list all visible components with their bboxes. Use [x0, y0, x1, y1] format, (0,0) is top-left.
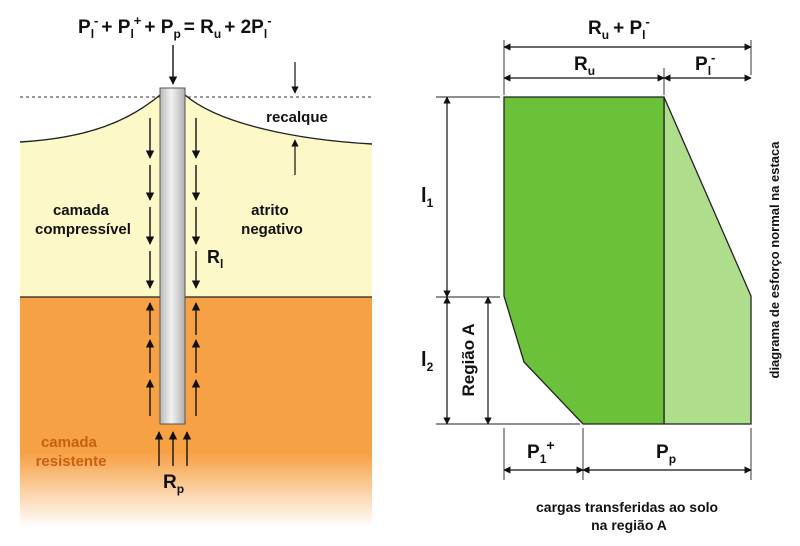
ru-label: Ru	[574, 54, 595, 78]
ultimate-load-area-dark	[503, 96, 665, 425]
pp-label: Pp	[656, 442, 676, 466]
negative-friction-arrows	[145, 118, 201, 289]
p1-plus-label: P1+	[527, 437, 555, 466]
rp-label: Rp	[163, 472, 184, 496]
recalque-label: recalque	[266, 109, 328, 126]
l2-label: l2	[421, 349, 434, 374]
normal-force-diagram	[503, 96, 752, 425]
dimension-lines	[443, 43, 752, 474]
tip-resistance-arrows	[154, 431, 192, 466]
friction-area-light	[663, 96, 752, 425]
pl-minus-label: Pl-	[695, 50, 715, 78]
total-width-label: Ru+ Pl-	[588, 14, 650, 42]
load-equation: Pl-+ Pl++ Pp= Ru+ 2Pl-	[78, 13, 272, 41]
positive-friction-arrows	[145, 302, 201, 416]
compressible-layer-label: camada compressível	[35, 202, 131, 238]
vertical-diagram-caption: diagrama de esforço normal na estaca	[767, 141, 782, 379]
regiao-a-label: Região A	[459, 323, 478, 396]
resistant-layer-label: camada resistente	[36, 434, 107, 470]
pile	[159, 87, 186, 425]
transferred-loads-caption: cargas transferidas ao solo na região A	[536, 499, 722, 533]
negative-friction-label: atrito negativo	[241, 202, 303, 238]
l1-label: l1	[421, 185, 434, 210]
settled-surface	[19, 94, 373, 145]
rl-label: Rl	[207, 247, 223, 271]
